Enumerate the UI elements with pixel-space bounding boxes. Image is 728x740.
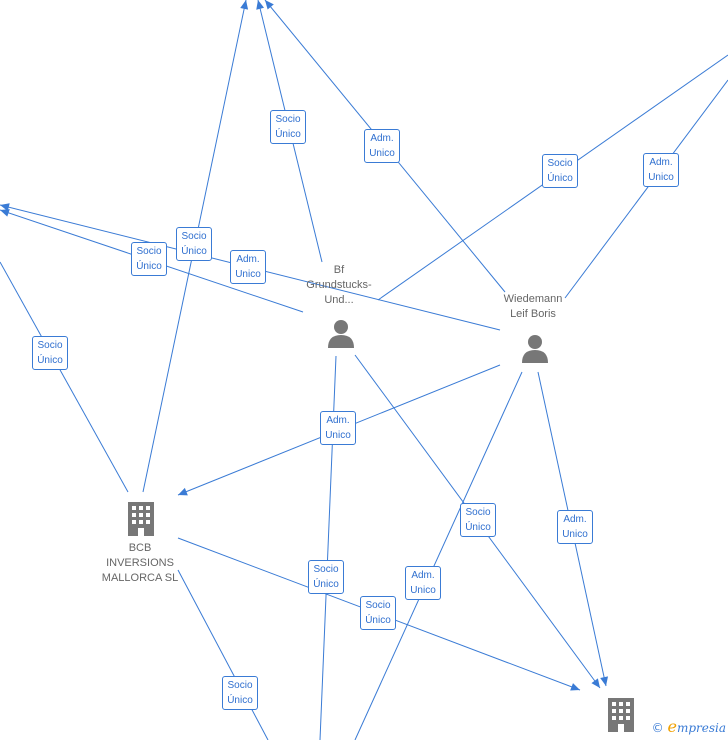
node-label-bf[interactable]: Bf Grundstucks- Und... xyxy=(306,264,372,306)
relationship-edge xyxy=(354,371,523,740)
edge-label-socio-unico[interactable]: Socio Único xyxy=(131,242,167,276)
edge-label-adm-unico[interactable]: Adm. Unico xyxy=(643,153,679,187)
edge-label-adm-unico[interactable]: Adm. Unico xyxy=(320,411,356,445)
node-label-bcb[interactable]: BCB INVERSIONS MALLORCA SL xyxy=(101,542,179,584)
empresia-logo: © empresia xyxy=(651,717,726,736)
edge-label-socio-unico[interactable]: Socio Único xyxy=(222,676,258,710)
edge-label-adm-unico[interactable]: Adm. Unico xyxy=(405,566,441,600)
relationship-edge xyxy=(0,261,129,493)
arrowhead xyxy=(600,676,609,686)
arrowhead xyxy=(178,487,188,496)
arrowhead xyxy=(256,0,265,10)
building-icon-bcb[interactable] xyxy=(124,500,158,541)
edge-label-adm-unico[interactable]: Adm. Unico xyxy=(557,510,593,544)
arrowhead xyxy=(265,0,274,10)
edge-label-socio-unico[interactable]: Socio Único xyxy=(542,154,578,188)
edge-label-socio-unico[interactable]: Socio Único xyxy=(360,596,396,630)
edge-label-adm-unico[interactable]: Adm. Unico xyxy=(364,129,400,163)
arrowhead xyxy=(0,203,10,212)
person-icon-bf[interactable] xyxy=(326,318,356,353)
relationship-edge xyxy=(177,569,269,740)
person-icon-wiedemann[interactable] xyxy=(520,333,550,368)
arrowhead xyxy=(0,209,10,217)
node-label-wiedemann[interactable]: Wiedemann Leif Boris xyxy=(503,293,563,320)
arrowhead xyxy=(591,678,600,688)
edge-label-socio-unico[interactable]: Socio Único xyxy=(460,503,496,537)
arrowhead xyxy=(570,683,580,691)
building-icon-bottom-right[interactable] xyxy=(604,696,638,737)
edge-label-socio-unico[interactable]: Socio Único xyxy=(308,560,344,594)
edge-label-socio-unico[interactable]: Socio Único xyxy=(270,110,306,144)
edge-label-adm-unico[interactable]: Adm. Unico xyxy=(230,250,266,284)
arrowhead xyxy=(240,0,249,10)
edge-label-socio-unico[interactable]: Socio Único xyxy=(32,336,68,370)
relationship-edge xyxy=(564,79,728,299)
edge-label-socio-unico[interactable]: Socio Único xyxy=(176,227,212,261)
